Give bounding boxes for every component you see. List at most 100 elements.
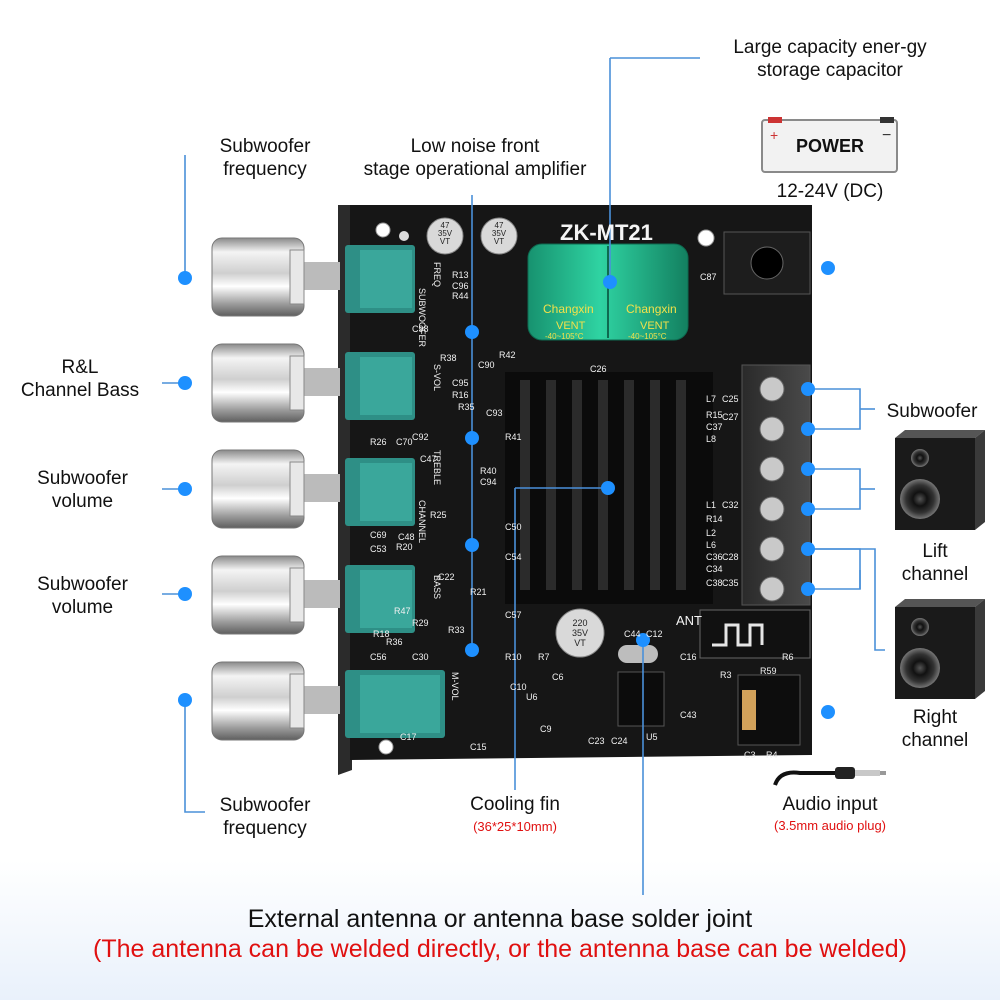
designator-r10: R10 (505, 652, 522, 662)
designator-c36: C36 (706, 552, 723, 562)
designator-c54: C54 (505, 552, 522, 562)
sub-vol-1-label: Subwoofer volume (37, 468, 128, 512)
cap-brand-2: Changxin (626, 302, 677, 316)
designator-c25: C25 (722, 394, 739, 404)
designator-r40: R40 (480, 466, 497, 476)
designator-c94: C94 (480, 477, 497, 487)
knob-icon[interactable] (211, 343, 340, 423)
designator-r26: R26 (370, 437, 387, 447)
knob-icon[interactable] (211, 237, 340, 317)
sub-vol-2-label: Subwoofer volume (37, 574, 128, 618)
knob-icon[interactable] (211, 555, 340, 635)
antenna-silk: ANT (676, 613, 702, 628)
silk-bass: BASS (432, 575, 442, 599)
designator-c10: C10 (510, 682, 527, 692)
dc-jack (723, 231, 811, 295)
designator-l1: L1 (706, 500, 716, 510)
designator-r15: R15 (706, 410, 723, 420)
designator-r35: R35 (458, 402, 475, 412)
svg-text:+: + (770, 127, 778, 143)
board-silkscreen: ZK-MT21 Changxin Changxin VENT VENT -40~… (417, 220, 702, 701)
designator-r20: R20 (396, 542, 413, 552)
voltage-label: 12-24V (DC) (776, 181, 884, 202)
cap-temp-1: -40~105°C (545, 332, 584, 341)
designator-l8: L8 (706, 434, 716, 444)
designator-r14: R14 (706, 514, 723, 524)
designator-r38: R38 (440, 353, 457, 363)
dot-marker-icon (178, 261, 835, 719)
screw-terminal-icon (741, 364, 811, 606)
capacitor-label: Large capacity ener-gy storage capacitor (733, 37, 927, 81)
audio-input-label: Audio input (782, 794, 878, 815)
designator-c30: C30 (412, 652, 429, 662)
designator-c50: C50 (505, 522, 522, 532)
leader-lines (162, 57, 885, 895)
cap-vent-1: VENT (556, 320, 586, 332)
subwoofer-out-label: Subwoofer (886, 401, 978, 422)
silk-freq: FREQ (432, 262, 442, 287)
designator-c32: C32 (722, 500, 739, 510)
designator-c23: C23 (588, 736, 605, 746)
designator-c9: C9 (540, 724, 552, 734)
designator-r25: R25 (430, 510, 447, 520)
small-cap-2-label: 47 35V VT (491, 221, 507, 246)
designator-c22: C22 (438, 572, 455, 582)
designator-c47: C47 (420, 454, 437, 464)
designator-c37: C37 (706, 422, 723, 432)
silk-channel: CHANNEL (417, 500, 427, 543)
designator-c87: C87 (700, 272, 717, 282)
designator-c43: C43 (680, 710, 697, 720)
designator-l7: L7 (706, 394, 716, 404)
rl-bass-label: R&L Channel Bass (20, 357, 140, 401)
designator-c17: C17 (400, 732, 417, 742)
left-channel-label: Lift channel (901, 541, 969, 585)
designator-r16: R16 (452, 390, 469, 400)
speaker-icon (895, 599, 985, 699)
designator-c35: C35 (722, 578, 739, 588)
cap-temp-2: -40~105°C (628, 332, 667, 341)
speaker-icon (895, 430, 985, 530)
designator-c16: C16 (680, 652, 697, 662)
designator-r47: R47 (394, 606, 411, 616)
designator-c24: C24 (611, 736, 628, 746)
designator-r42: R42 (499, 350, 516, 360)
designator-c12: C12 (646, 629, 663, 639)
right-channel-label: Right channel (901, 707, 969, 751)
silk-mvol: M-VOL (450, 672, 460, 701)
designator-c38: C38 (706, 578, 723, 588)
designator-r7: R7 (538, 652, 550, 662)
knob-icon[interactable] (211, 449, 340, 529)
designator-c15: C15 (470, 742, 487, 752)
cooling-fin-label: Cooling fin (470, 794, 560, 815)
sub-freq-top-label: Subwoofer frequency (219, 136, 311, 180)
bluetooth-module-icon (699, 609, 811, 659)
designator-r18: R18 (373, 629, 390, 639)
designator-c57: C57 (505, 610, 522, 620)
designator-c96: C96 (452, 281, 469, 291)
designator-c3: C3 (744, 750, 756, 760)
capacitor-icon (555, 608, 605, 658)
designator-r4: R4 (766, 750, 778, 760)
silk-treble: TREBLE (432, 450, 442, 485)
designator-c53: C53 (370, 544, 387, 554)
designator-c70: C70 (396, 437, 413, 447)
designator-l2: L2 (706, 528, 716, 538)
designator-c27: C27 (722, 412, 739, 422)
amplifier-chip (617, 645, 665, 727)
audio-plug-note: (3.5mm audio plug) (774, 818, 886, 833)
designator-r13: R13 (452, 270, 469, 280)
opamp-label: Low noise front stage operational amplif… (363, 136, 587, 180)
designator-r44: R44 (452, 291, 469, 301)
designator-r29: R29 (412, 618, 429, 628)
power-badge: POWER (795, 136, 864, 156)
knob-icon[interactable] (211, 661, 340, 741)
designator-c90: C90 (478, 360, 495, 370)
designator-u6: U6 (526, 692, 538, 702)
designator-c69: C69 (370, 530, 387, 540)
designator-c93: C93 (486, 408, 503, 418)
designator-r41: R41 (505, 432, 522, 442)
sub-freq-bottom-label: Subwoofer frequency (219, 795, 311, 839)
designator-r6: R6 (782, 652, 794, 662)
